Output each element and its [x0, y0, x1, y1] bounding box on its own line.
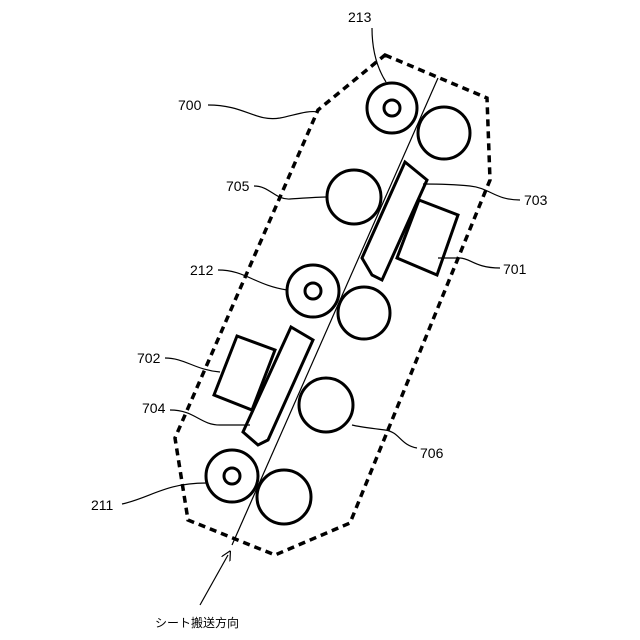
label-211: 211 [91, 497, 114, 513]
roller-213-opposite [418, 107, 470, 159]
leader-211 [122, 483, 206, 504]
roller-213-core [384, 100, 400, 116]
roller-212-opposite [338, 287, 390, 339]
leader-700 [208, 105, 318, 119]
leader-705 [254, 186, 326, 199]
label-703: 703 [524, 192, 548, 208]
label-701: 701 [503, 261, 527, 277]
roller-211-opposite [257, 470, 311, 524]
roller-212-core [305, 283, 321, 299]
roller-706 [299, 378, 353, 432]
caption-sheet-conveying-direction: シート搬送方向 [155, 615, 239, 630]
label-212: 212 [190, 262, 214, 278]
label-213: 213 [348, 9, 372, 25]
label-702: 702 [137, 350, 161, 366]
roller-211-core [224, 468, 240, 484]
leader-701 [438, 258, 500, 268]
roller-705 [327, 170, 381, 224]
leader-212 [218, 270, 287, 290]
label-700: 700 [178, 97, 202, 113]
leader-702 [165, 358, 220, 372]
label-705: 705 [226, 178, 250, 194]
conveying-direction-arrow [200, 555, 228, 605]
label-706: 706 [420, 445, 444, 461]
leader-704 [170, 410, 250, 425]
label-704: 704 [142, 400, 166, 416]
sheet-path-line [232, 78, 438, 545]
leader-703 [423, 184, 520, 200]
